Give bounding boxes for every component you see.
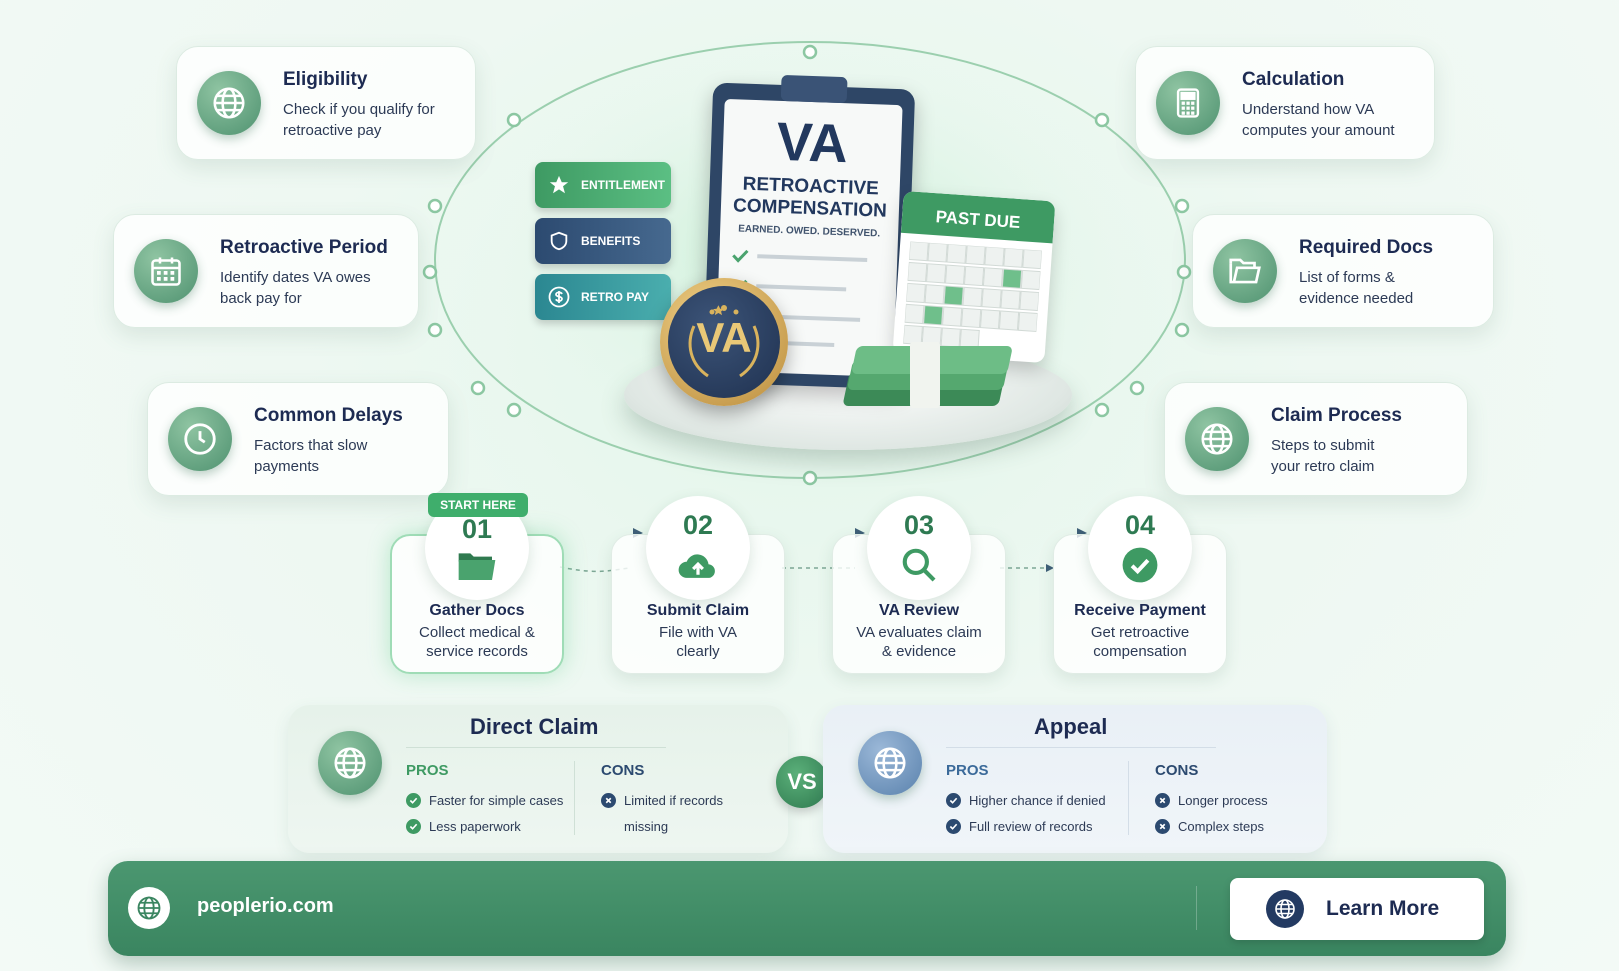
topic-card-required-docs[interactable]: Required Docs List of forms & evidence n… (1192, 214, 1494, 328)
tag-benefits: BENEFITS (535, 218, 671, 264)
learn-more-label: Learn More (1326, 897, 1440, 920)
appeal-title: Appeal (1034, 714, 1108, 739)
pros-label: PROS (406, 762, 449, 779)
step-number: 04 (1124, 510, 1156, 540)
hero-cash-stack (842, 342, 1013, 408)
step-desc: Collect medical & service records (419, 624, 535, 660)
tag-entitlement: ENTITLEMENT (535, 162, 671, 208)
check-icon (946, 793, 961, 808)
appeal-panel: Appeal PROS CONS Higher chance if denied… (823, 705, 1327, 853)
topic-card-retro-period[interactable]: Retroactive Period Identify dates VA owe… (113, 214, 419, 328)
globe-icon (128, 887, 170, 929)
check-icon (406, 793, 421, 808)
con-item: Longer process (1155, 788, 1268, 814)
con-item: Limited if records missing (601, 788, 741, 840)
x-icon (1155, 793, 1170, 808)
clock-icon (168, 407, 232, 471)
check-icon (946, 819, 961, 834)
step-number: 03 (903, 510, 935, 540)
globe-icon (1266, 890, 1304, 928)
topic-card-common-delays[interactable]: Common Delays Factors that slow payments (147, 382, 449, 496)
con-item: Complex steps (1155, 814, 1264, 840)
tag-label: BENEFITS (581, 234, 641, 248)
step-number: 01 (461, 514, 493, 544)
topic-desc: Identify dates VA owes back pay for (220, 269, 371, 307)
x-icon (1155, 819, 1170, 834)
topic-title: Common Delays (254, 405, 403, 426)
globe-icon (858, 731, 922, 795)
star-icon (547, 173, 571, 197)
cloud-upload-icon (646, 548, 750, 582)
medal-text: VA (696, 314, 752, 361)
tag-label: ENTITLEMENT (581, 178, 665, 192)
pro-item: Full review of records (946, 814, 1093, 840)
topic-desc: Check if you qualify for retroactive pay (283, 101, 435, 139)
pro-item: Less paperwork (406, 814, 521, 840)
topic-title: Required Docs (1299, 237, 1434, 258)
topic-title: Eligibility (283, 69, 368, 90)
topic-desc: List of forms & evidence needed (1299, 269, 1414, 307)
va-medal: VA (660, 278, 788, 406)
check-circle-icon (1088, 546, 1192, 584)
x-icon (601, 793, 616, 808)
dollar-icon (547, 285, 571, 309)
step-title: Receive Payment (1074, 602, 1206, 619)
learn-more-button[interactable]: Learn More (1230, 878, 1484, 940)
pro-item: Faster for simple cases (406, 788, 563, 814)
topic-card-calculation[interactable]: Calculation Understand how VA computes y… (1135, 46, 1435, 160)
clipboard-clip (780, 74, 848, 104)
hero-calendar: PAST DUE (892, 190, 1056, 364)
topic-desc: Factors that slow payments (254, 437, 368, 475)
globe-icon (197, 71, 261, 135)
calendar-icon (134, 239, 198, 303)
cons-label: CONS (1155, 762, 1199, 779)
step-desc: VA evaluates claim & evidence (856, 624, 982, 660)
globe-icon (1185, 407, 1249, 471)
step-title: VA Review (878, 602, 960, 619)
pro-item: Higher chance if denied (946, 788, 1106, 814)
vs-badge: VS (776, 756, 828, 808)
direct-claim-title: Direct Claim (470, 714, 599, 739)
topic-title: Retroactive Period (220, 237, 388, 258)
footer-bar: peoplerio.com Learn More (108, 861, 1506, 956)
clipboard-big-text: VA (775, 111, 849, 175)
step-circle (867, 496, 971, 600)
laurel-icon (688, 305, 760, 378)
cons-label: CONS (601, 762, 645, 779)
topic-card-claim-process[interactable]: Claim Process Steps to submit your retro… (1164, 382, 1468, 496)
topic-title: Calculation (1242, 69, 1345, 90)
topic-desc: Steps to submit your retro claim (1271, 437, 1375, 475)
globe-icon (318, 731, 382, 795)
calculator-icon (1156, 71, 1220, 135)
tag-retro-pay: RETRO PAY (535, 274, 671, 320)
folder-icon (425, 548, 529, 582)
step-title: Submit Claim (646, 602, 750, 619)
direct-claim-panel: Direct Claim PROS CONS Faster for simple… (288, 705, 788, 853)
step-circle (646, 496, 750, 600)
topic-desc: Understand how VA computes your amount (1242, 101, 1395, 139)
step-desc: File with VA clearly (658, 624, 738, 660)
start-here-badge: START HERE (428, 493, 528, 517)
step-title: Gather Docs (429, 602, 525, 619)
shield-icon (547, 229, 571, 253)
topic-card-eligibility[interactable]: Eligibility Check if you qualify for ret… (176, 46, 476, 160)
pros-label: PROS (946, 762, 989, 779)
tag-label: RETRO PAY (581, 290, 650, 304)
check-icon (406, 819, 421, 834)
folder-icon (1213, 239, 1277, 303)
step-desc: Get retroactive compensation (1090, 624, 1190, 660)
site-link[interactable]: peoplerio.com (197, 895, 334, 917)
topic-title: Claim Process (1271, 405, 1402, 426)
step-number: 02 (682, 510, 714, 540)
magnifier-icon (867, 546, 971, 584)
